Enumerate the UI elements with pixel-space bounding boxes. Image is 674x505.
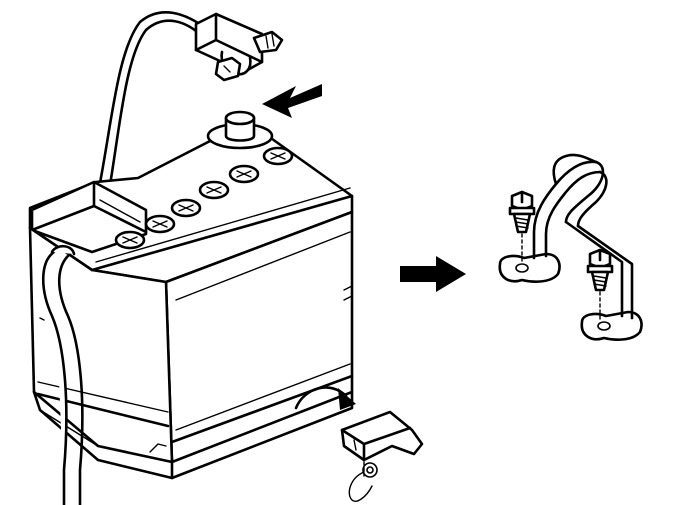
bracket-bolt-icon [508, 190, 536, 263]
battery-icon [28, 134, 354, 480]
battery-terminal-clamp-icon [194, 12, 284, 82]
positive-cable [41, 244, 84, 505]
bracket-bolt-icon [586, 248, 614, 321]
vent-caps-icon [114, 146, 294, 250]
rotate-arrow-icon [294, 386, 356, 410]
hold-down-clamp-icon [340, 410, 424, 502]
negative-cable [98, 10, 210, 187]
indicator-arrow-right-icon [400, 256, 466, 292]
terminal-post-icon [206, 110, 274, 150]
indicator-arrow-icon [262, 84, 322, 118]
hold-down-bracket-icon [498, 153, 643, 341]
